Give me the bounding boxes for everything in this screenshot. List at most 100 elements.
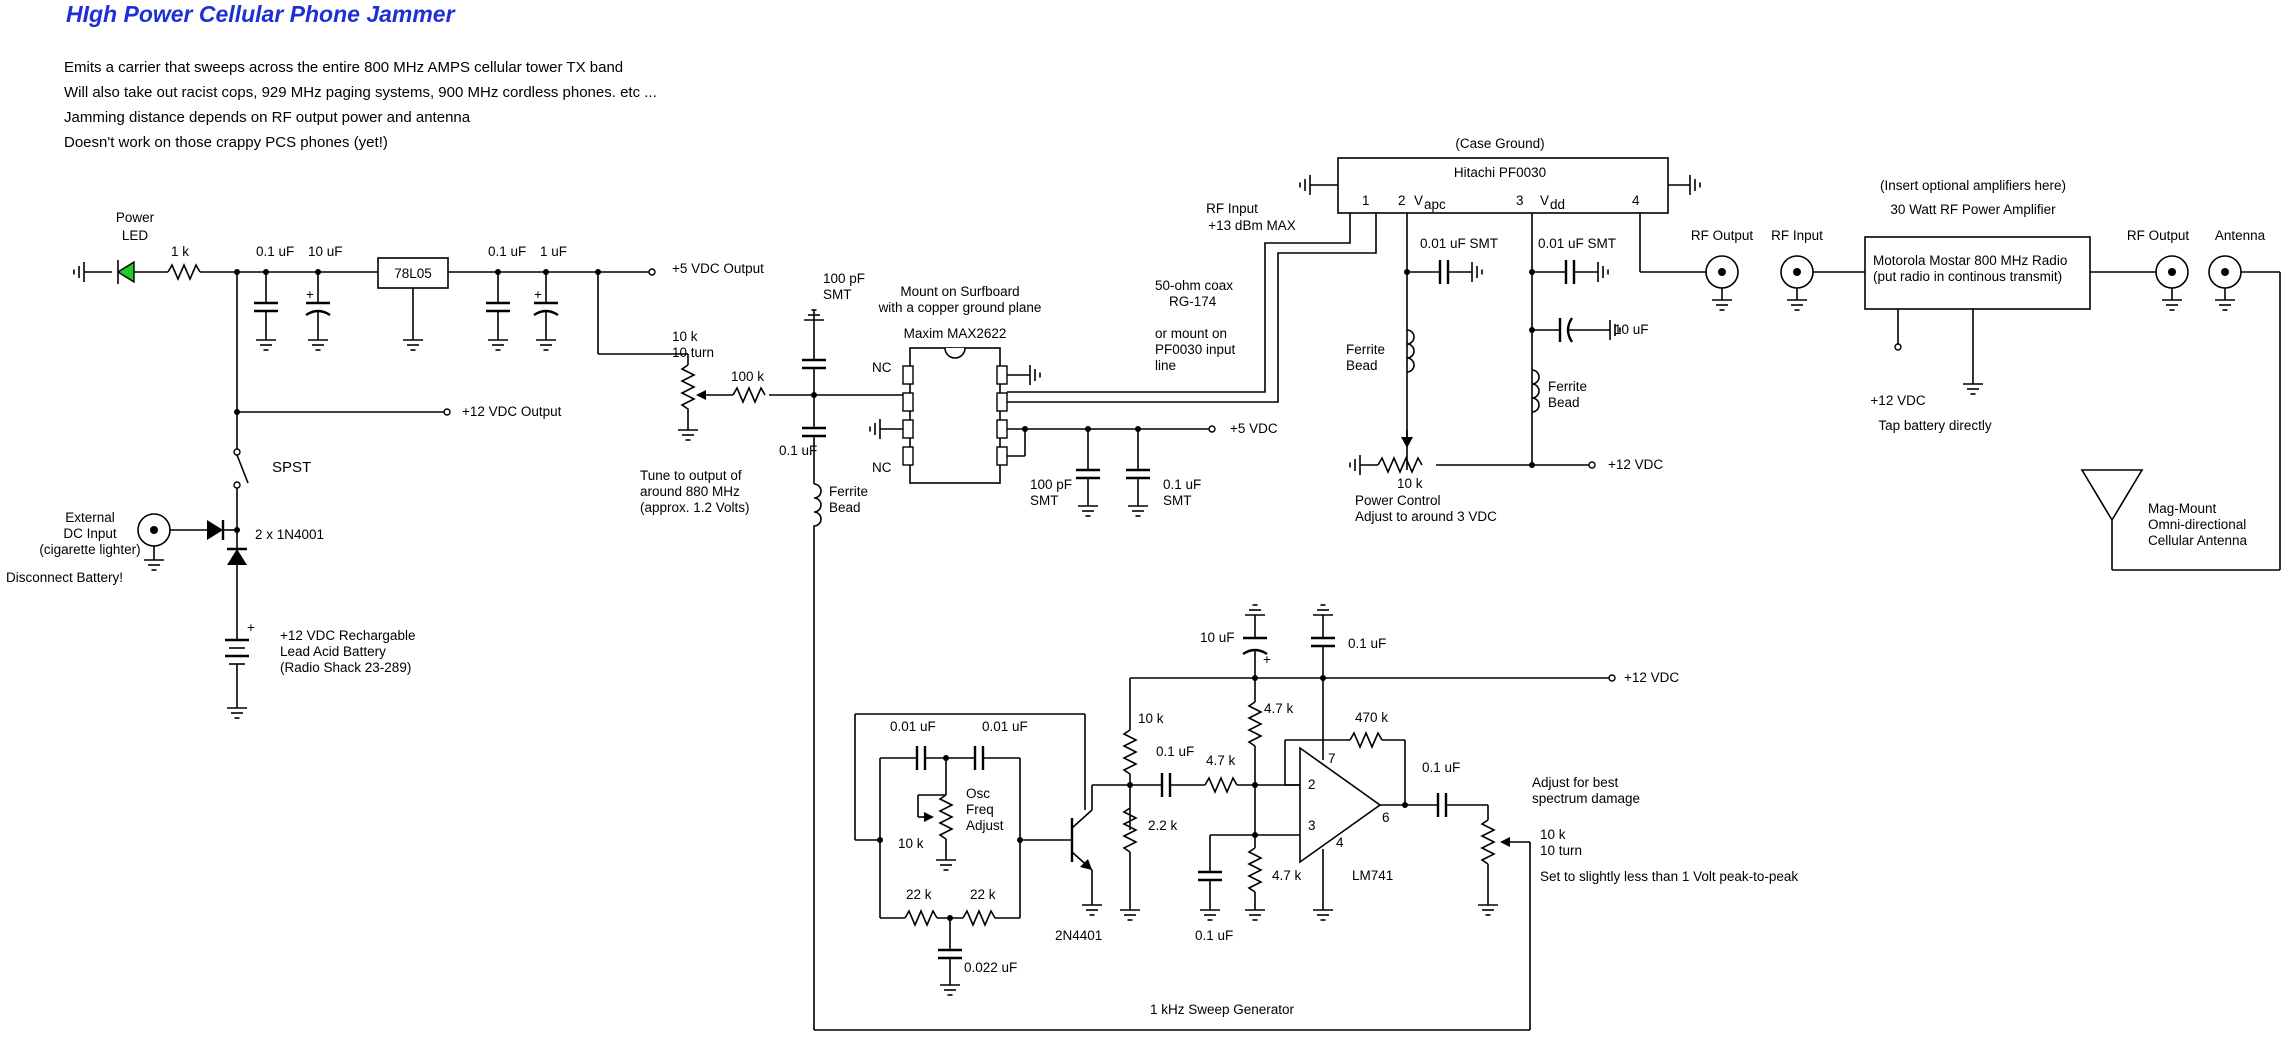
pin-label: dd (1550, 197, 1565, 212)
pin-label: 1 (1362, 193, 1370, 208)
battery-label: +12 VDC Rechargable (280, 628, 415, 643)
capacitor-label: 0.01 uF (890, 719, 936, 734)
coax-note: line (1155, 358, 1176, 373)
output-12v-label: +12 VDC Output (462, 404, 562, 419)
ferrite-label: Ferrite (1548, 379, 1587, 394)
osc-label: Freq (966, 802, 994, 817)
svg-text:+: + (306, 287, 314, 302)
description-line: Will also take out racist cops, 929 MHz … (64, 84, 657, 101)
regulator-label: 78L05 (394, 266, 432, 281)
antenna-note: Cellular Antenna (2148, 533, 2248, 548)
plus12-label: +12 VDC (1608, 457, 1663, 472)
tune-note: (approx. 1.2 Volts) (640, 500, 750, 515)
description: Emits a carrier that sweeps across the e… (64, 59, 657, 151)
page-title: HIgh Power Cellular Phone Jammer (66, 1, 456, 27)
pa-module-section (1299, 157, 1739, 476)
mount-note: with a copper ground plane (878, 300, 1042, 315)
plus12-label: +12 VDC (1870, 393, 1925, 408)
disconnect-note: Disconnect Battery! (6, 570, 123, 585)
diode-label: 2 x 1N4001 (255, 527, 324, 542)
battery-label: (Radio Shack 23-289) (280, 660, 411, 675)
pin-label: V (1540, 193, 1549, 208)
case-ground-label: (Case Ground) (1455, 136, 1544, 151)
antenna-note: Omni-directional (2148, 517, 2246, 532)
pot-label: 10 k (672, 329, 698, 344)
pin-label: apc (1424, 197, 1446, 212)
resistor-label: 4.7 k (1264, 701, 1294, 716)
tap-note: Tap battery directly (1878, 418, 1992, 433)
pin-label: 3 (1516, 193, 1524, 208)
power-section: + + (73, 257, 689, 719)
capacitor-label: 0.022 uF (964, 960, 1017, 975)
resistor-label: 22 k (906, 887, 932, 902)
rf-input-label: +13 dBm MAX (1208, 218, 1295, 233)
power-control-note: Power Control (1355, 493, 1441, 508)
pin-label: 2 (1308, 777, 1316, 792)
ferrite-label: Ferrite (829, 484, 868, 499)
resistor-label: 100 k (731, 369, 764, 384)
vco-section (677, 205, 1377, 1030)
nc-label: NC (872, 460, 892, 475)
power-led (116, 260, 135, 284)
capacitor-label: SMT (1163, 493, 1192, 508)
chip-label: Maxim MAX2622 (904, 326, 1007, 341)
capacitor-label: 10 uF (1200, 630, 1235, 645)
switch-label: SPST (272, 459, 311, 476)
pin-label: 6 (1382, 810, 1390, 825)
antenna-note: Mag-Mount (2148, 501, 2217, 516)
resistor-label: 4.7 k (1206, 753, 1236, 768)
resistor-label: 22 k (970, 887, 996, 902)
insert-amp-note: (Insert optional amplifiers here) (1880, 178, 2066, 193)
battery-label: Lead Acid Battery (280, 644, 386, 659)
capacitor-label: 1 uF (540, 244, 567, 259)
capacitor-label: 0.1 uF (488, 244, 526, 259)
capacitor-label: 0.1 uF (1195, 928, 1233, 943)
resistor-label: 10 k (898, 836, 924, 851)
capacitor-label: 0.01 uF SMT (1538, 236, 1616, 251)
set-note: Set to slightly less than 1 Volt peak-to… (1540, 869, 1798, 884)
transistor-label: 2N4401 (1055, 928, 1102, 943)
svg-text:+: + (247, 620, 255, 635)
pin-label: 2 (1398, 193, 1406, 208)
antenna-label: Antenna (2215, 228, 2266, 243)
capacitor-label: 100 pF (1030, 477, 1072, 492)
capacitor-label: 0.1 uF (1422, 760, 1460, 775)
capacitor-label: 0.1 uF (1163, 477, 1201, 492)
power-led-label: LED (122, 228, 149, 243)
ferrite-label: Ferrite (1346, 342, 1385, 357)
description-line: Doesn't work on those crappy PCS phones … (64, 134, 388, 151)
coax-note: 50-ohm coax (1155, 278, 1233, 293)
opamp-label: LM741 (1352, 868, 1393, 883)
resistor-label: 2.2 k (1148, 818, 1178, 833)
osc-label: Osc (966, 786, 990, 801)
pin-label: 7 (1328, 751, 1336, 766)
rf-input-label: RF Input (1206, 201, 1258, 216)
pin-label: 4 (1336, 835, 1344, 850)
coax-note: PF0030 input (1155, 342, 1236, 357)
pin-label: V (1414, 193, 1423, 208)
rf-output-label: RF Output (1691, 228, 1754, 243)
radio-label: Motorola Mostar 800 MHz Radio (1873, 253, 2067, 268)
resistor-label: 1 k (171, 244, 189, 259)
rf-input-label: RF Input (1771, 228, 1823, 243)
nc-label: NC (872, 360, 892, 375)
sweep-generator-section: + (814, 604, 1616, 1031)
coax-note: or mount on (1155, 326, 1227, 341)
ferrite-label: Bead (829, 500, 861, 515)
resistor-label: 4.7 k (1272, 868, 1302, 883)
capacitor-label: 0.1 uF (779, 443, 817, 458)
ferrite-label: Bead (1548, 395, 1580, 410)
resistor-label: 10 k (1397, 476, 1423, 491)
pot-label: 10 turn (1540, 843, 1582, 858)
radio-label: (put radio in continous transmit) (1873, 269, 2062, 284)
capacitor-label: 0.01 uF (982, 719, 1028, 734)
capacitor-label: SMT (823, 287, 852, 302)
pa-module-label: Hitachi PF0030 (1454, 165, 1546, 180)
capacitor-label: 0.01 uF SMT (1420, 236, 1498, 251)
capacitor-label: 0.1 uF (1348, 636, 1386, 651)
capacitor-label: 0.1 uF (256, 244, 294, 259)
mount-note: Mount on Surfboard (900, 284, 1019, 299)
tune-note: around 880 MHz (640, 484, 740, 499)
amplifier-section (1780, 236, 2281, 571)
